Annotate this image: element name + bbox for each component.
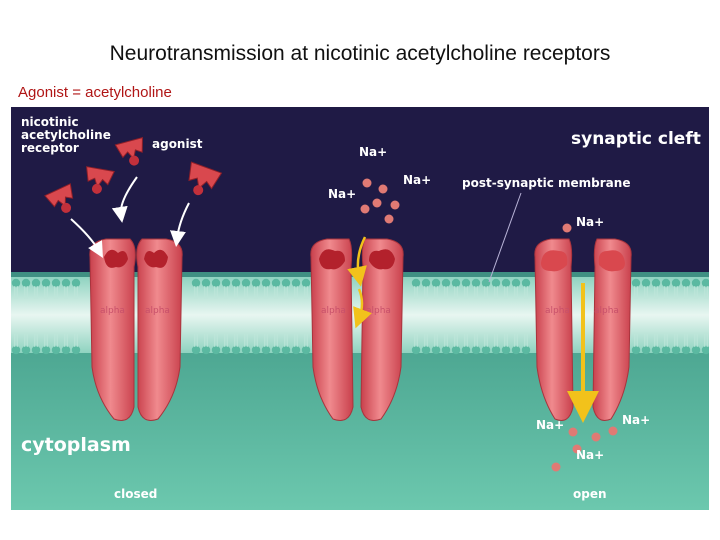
synaptic-cleft-label: synaptic cleft xyxy=(571,129,701,149)
slide-subtitle: Agonist = acetylcholine xyxy=(18,84,172,101)
agonist-molecule xyxy=(86,166,115,194)
agonist-molecule xyxy=(114,136,143,166)
receptor-label-line1: nicotinic xyxy=(21,115,79,129)
open-state-label: open xyxy=(573,487,607,501)
agonist-arrow xyxy=(70,218,103,258)
receptor-diagram: alpha alpha alpha alpha alpha alpha xyxy=(11,107,709,510)
subunit-label-right: alpha xyxy=(594,306,619,316)
ion-label: Na+ xyxy=(576,448,604,462)
agonist-molecule xyxy=(44,183,74,213)
receptor-open: alpha alpha xyxy=(534,238,632,423)
subunit-label-left: alpha xyxy=(100,306,125,316)
ion-flow-arrow xyxy=(347,236,367,287)
ion-label: Na+ xyxy=(536,418,564,432)
receptor-closed: alpha alpha xyxy=(89,238,183,421)
subunit-label-right: alpha xyxy=(366,306,391,316)
membrane-label: post-synaptic membrane xyxy=(462,176,630,190)
ion-label: Na+ xyxy=(403,173,431,187)
ion-label: Na+ xyxy=(328,187,356,201)
receptor-label-line2: acetylcholine xyxy=(21,128,111,142)
ion-label: Na+ xyxy=(622,413,650,427)
closed-state-label: closed xyxy=(114,487,157,501)
cytoplasm-label: cytoplasm xyxy=(21,434,131,456)
ion-label: Na+ xyxy=(576,215,604,229)
subunit-label-left: alpha xyxy=(545,306,570,316)
ion-flow-arrow xyxy=(353,288,372,329)
agonist-arrow xyxy=(111,176,138,223)
subunit-label-left: alpha xyxy=(321,306,346,316)
subunit-label-right: alpha xyxy=(145,306,170,316)
receptor-label-line3: receptor xyxy=(21,141,79,155)
agonist-arrow xyxy=(169,202,190,247)
slide-title: Neurotransmission at nicotinic acetylcho… xyxy=(109,42,611,65)
receptor-transition: alpha alpha xyxy=(310,236,404,421)
membrane-pointer xyxy=(488,192,522,283)
sodium-ions xyxy=(360,178,618,472)
agonist-label: agonist xyxy=(152,137,203,151)
agonist-molecule xyxy=(188,161,223,196)
ion-label: Na+ xyxy=(359,145,387,159)
